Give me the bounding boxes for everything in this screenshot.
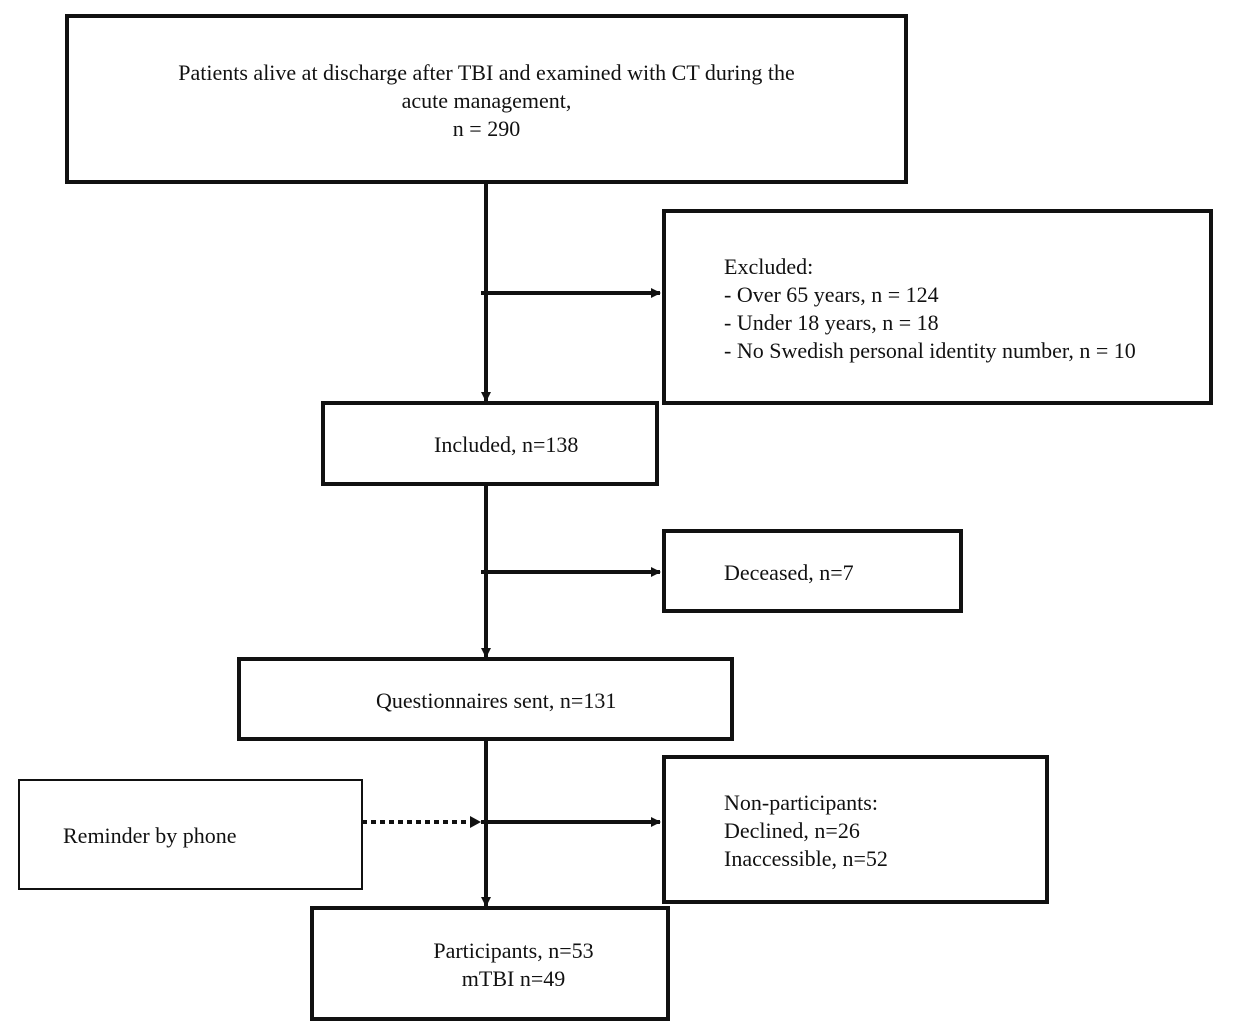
box-non-participants xyxy=(662,755,1049,904)
box-excluded xyxy=(662,209,1213,405)
box-included xyxy=(321,401,659,486)
box-deceased-label: Deceased, n=7 xyxy=(724,560,854,585)
box-excluded-title: Excluded: xyxy=(724,254,814,279)
box-non-participants-item-declined: Declined, n=26 xyxy=(724,818,860,843)
box-patients-alive-line1: Patients alive at discharge after TBI an… xyxy=(178,60,795,85)
box-included-label: Included, n=138 xyxy=(434,432,579,457)
box-questionnaires-sent-label: Questionnaires sent, n=131 xyxy=(376,688,617,713)
box-non-participants-title: Non-participants: xyxy=(724,790,878,815)
box-questionnaires-sent xyxy=(237,657,734,741)
box-reminder-by-phone-label: Reminder by phone xyxy=(63,823,237,848)
dotted-arrow-reminder-head xyxy=(470,816,481,828)
box-participants-line1: Participants, n=53 xyxy=(433,938,594,963)
box-patients-alive-line2: acute management, xyxy=(401,88,572,113)
box-non-participants-item-inaccessible: Inaccessible, n=52 xyxy=(724,846,888,871)
box-excluded-item-over-65: - Over 65 years, n = 124 xyxy=(724,282,939,307)
box-excluded-item-no-id: - No Swedish personal identity number, n… xyxy=(724,338,1136,363)
box-patients-alive xyxy=(65,14,908,184)
box-participants xyxy=(310,906,670,1021)
box-excluded-item-under-18: - Under 18 years, n = 18 xyxy=(724,310,939,335)
box-patients-alive-line3: n = 290 xyxy=(452,116,521,141)
box-participants-line2: mTBI n=49 xyxy=(461,966,566,991)
box-reminder-by-phone xyxy=(18,779,363,890)
box-deceased xyxy=(662,529,963,613)
